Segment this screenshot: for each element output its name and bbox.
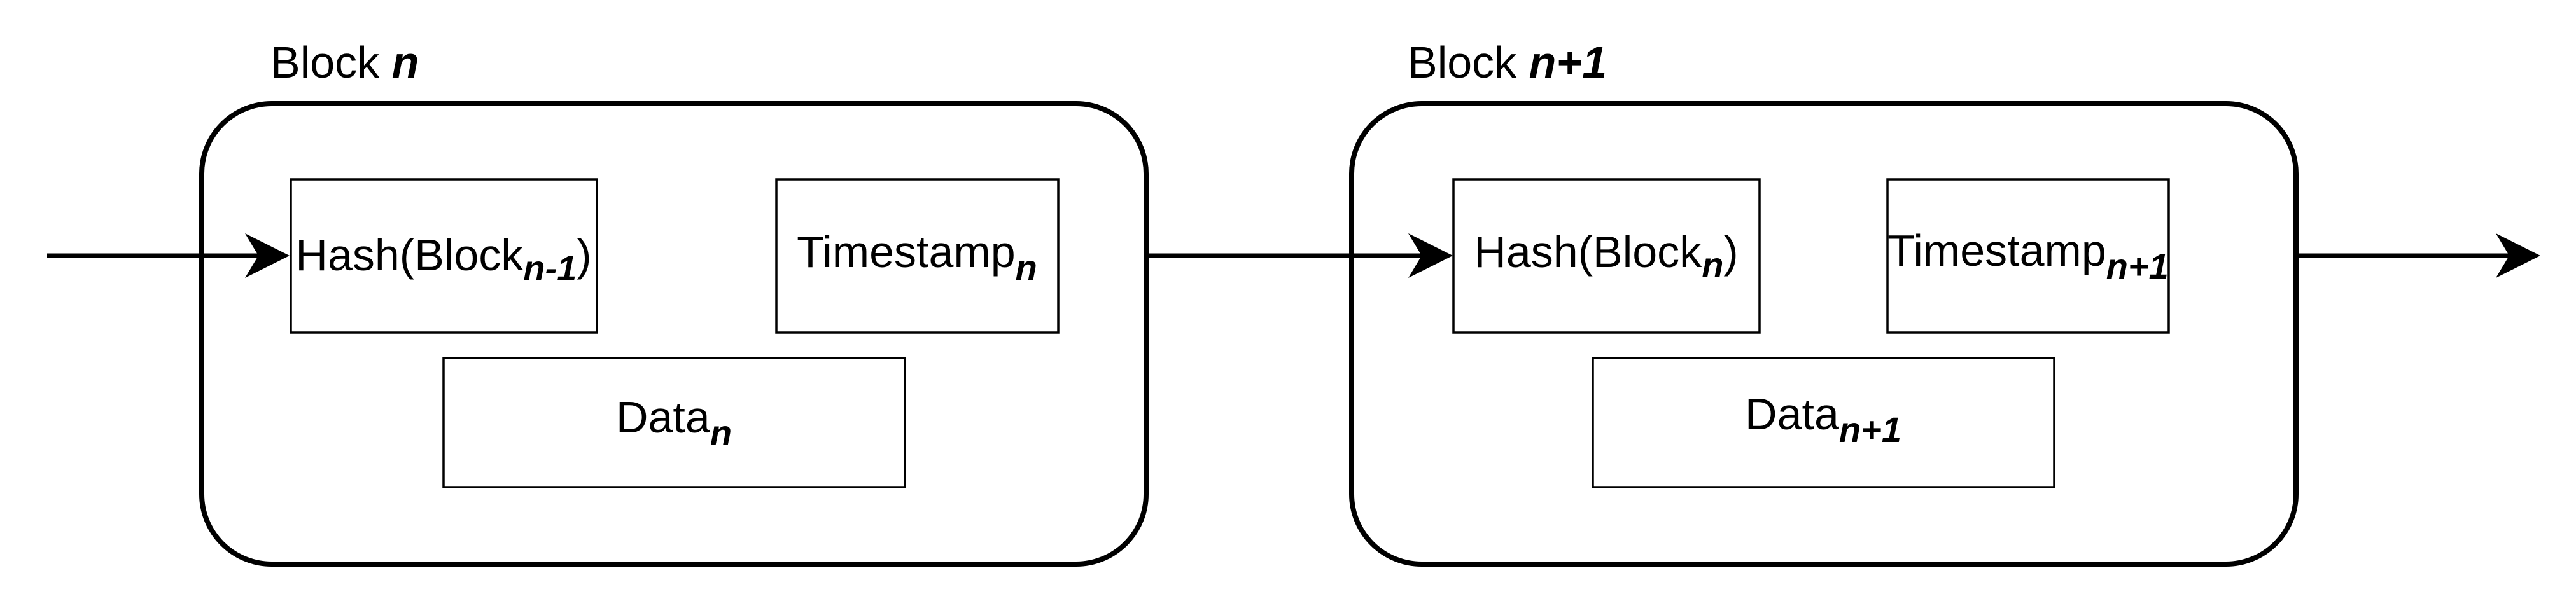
- block-n-plus-1-title: Block n+1: [1408, 38, 1607, 87]
- block-n-frame: [199, 101, 1149, 567]
- block-n-hash-label: Hash(Blockn-1): [295, 230, 591, 288]
- block-n-timestamp-box: [775, 178, 1060, 334]
- block-n: Block n Hash(Blockn-1) Timestampn Datan: [199, 38, 1149, 567]
- block-n-hash-box: [290, 178, 598, 334]
- block-n-plus-1-data-box: [1592, 357, 2055, 488]
- block-n-plus-1: Block n+1 Hash(Blockn) Timestampn+1 Data…: [1349, 38, 2299, 567]
- block-n-timestamp-cell: Timestampn: [775, 178, 1060, 334]
- block-n-plus-1-timestamp-cell: Timestampn+1: [1886, 178, 2170, 334]
- block-n-plus-1-timestamp-box: [1886, 178, 2170, 334]
- block-n-hash-cell: Hash(Blockn-1): [290, 178, 598, 334]
- block-n-data-cell: Datan: [442, 357, 906, 488]
- block-n-timestamp-label: Timestampn: [797, 227, 1037, 287]
- block-n-plus-1-hash-box: [1452, 178, 1761, 334]
- block-n-data-box: [442, 357, 906, 488]
- block-n-plus-1-frame: [1349, 101, 2299, 567]
- block-n-data-label: Datan: [616, 392, 732, 453]
- block-n-plus-1-hash-cell: Hash(Blockn): [1452, 178, 1761, 334]
- block-n-plus-1-hash-label: Hash(Blockn): [1474, 227, 1738, 285]
- block-n-plus-1-data-cell: Datan+1: [1592, 357, 2055, 488]
- block-n-plus-1-timestamp-label: Timestampn+1: [1887, 226, 2169, 286]
- block-n-plus-1-data-label: Datan+1: [1745, 389, 1901, 450]
- block-n-title: Block n: [270, 38, 419, 87]
